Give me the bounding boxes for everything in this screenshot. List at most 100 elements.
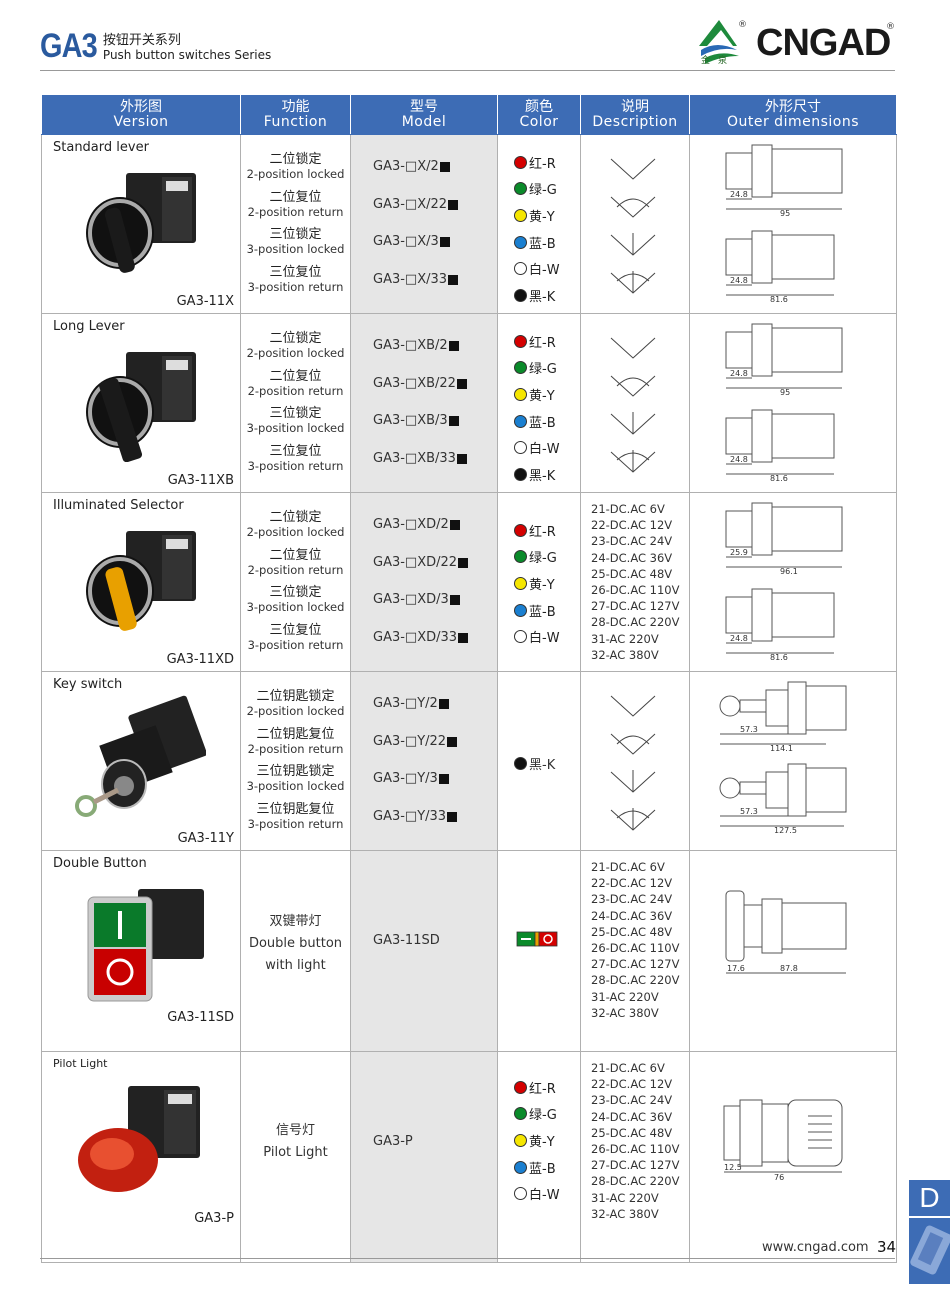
svg-text:24.8: 24.8 (730, 634, 748, 643)
yellow-dot-icon (514, 1133, 527, 1147)
version-name: Standard lever (53, 140, 149, 155)
color-item: 黑-K (514, 282, 580, 309)
color-item: 白-W (514, 623, 580, 650)
svg-text:76: 76 (774, 1173, 784, 1182)
yellow-dot-icon (514, 576, 527, 590)
red-dot-icon (514, 334, 527, 348)
voltage-item: 31-AC 220V (591, 631, 659, 646)
voltage-item: 32-AC 380V (591, 647, 659, 662)
function-item: Pilot Light (263, 1145, 328, 1160)
pilot-light-photo-icon (78, 1086, 200, 1192)
illuminated-selector-photo-icon (86, 531, 196, 631)
svg-text:81.6: 81.6 (770, 474, 788, 483)
section-tab[interactable]: D (909, 1180, 950, 1216)
function-item: with light (265, 958, 326, 973)
page-number: 34 (877, 1238, 897, 1256)
svg-text:57.3: 57.3 (740, 725, 758, 734)
website-link[interactable]: www.cngad.com (762, 1240, 869, 1255)
section-tab-image-icon (909, 1218, 950, 1284)
model-item: GA3-□XD/2 (373, 517, 497, 555)
model-item: GA3-□XD/33 (373, 630, 497, 668)
model-item: GA3-□X/33 (373, 272, 497, 310)
svg-text:57.3: 57.3 (740, 807, 758, 816)
voltage-item: 26-DC.AC 110V (591, 1142, 680, 1157)
key-switch-photo-icon (75, 695, 206, 817)
table-row: Pilot Light GA3-P 信号灯 Pilot Light (41, 1051, 897, 1263)
long-lever-switch-photo-icon (86, 352, 196, 462)
red-dot-icon (514, 523, 527, 537)
voltage-item: 27-DC.AC 127V (591, 1158, 680, 1173)
svg-text:81.6: 81.6 (770, 653, 788, 662)
green-dot-icon (514, 1107, 527, 1121)
svg-text:95: 95 (780, 388, 790, 397)
color-item: 绿-G (514, 544, 580, 571)
color-item: 蓝-B (514, 229, 580, 256)
version-name: Long Lever (53, 319, 125, 334)
red-dot-icon (514, 155, 527, 169)
brand-name: CNGAD (756, 22, 891, 64)
svg-text:127.5: 127.5 (774, 826, 797, 835)
series-title-cn: 按钮开关系列 (102, 33, 181, 48)
model-item: GA3-□Y/22 (373, 734, 497, 772)
color-item: 绿-G (514, 355, 580, 382)
blue-dot-icon (514, 1160, 527, 1174)
model-item: GA3-□XD/22 (373, 555, 497, 593)
version-name: Key switch (53, 677, 123, 692)
voltage-item: 23-DC.AC 24V (591, 1093, 673, 1108)
voltage-item: 21-DC.AC 6V (591, 1061, 665, 1075)
svg-text:25.9: 25.9 (730, 548, 748, 557)
version-code: GA3-11Y (177, 831, 234, 846)
svg-text:87.8: 87.8 (780, 964, 798, 973)
voltage-item: 31-AC 220V (591, 989, 659, 1004)
green-red-button-icon (516, 931, 558, 947)
color-item: 白-W (514, 255, 580, 282)
voltage-item: 28-DC.AC 220V (591, 615, 680, 630)
white-dot-icon (514, 630, 527, 644)
model-item: GA3-P (373, 1134, 413, 1149)
voltage-item: 27-DC.AC 127V (591, 599, 680, 614)
voltage-item: 23-DC.AC 24V (591, 534, 673, 549)
function-item: 信号灯 (275, 1123, 315, 1138)
version-code: GA3-11X (176, 294, 234, 309)
black-dot-icon (514, 467, 527, 481)
model-item: GA3-□X/22 (373, 197, 497, 235)
svg-text:24.8: 24.8 (730, 455, 748, 464)
position-symbols-icon (610, 158, 656, 294)
green-dot-icon (514, 361, 527, 375)
svg-text:96.1: 96.1 (780, 567, 798, 576)
color-item: 黑-K (498, 672, 580, 773)
voltage-item: 25-DC.AC 48V (591, 566, 673, 581)
model-item: GA3-□X/2 (373, 159, 497, 197)
black-dot-icon (514, 288, 527, 302)
dimension-drawing-icon: 24.8 95 24.8 81.6 (725, 144, 843, 304)
blue-dot-icon (514, 603, 527, 617)
black-dot-icon (514, 757, 527, 770)
voltage-item: 22-DC.AC 12V (591, 876, 673, 891)
color-item: 红-R (514, 517, 580, 544)
voltage-item: 32-AC 380V (591, 1005, 659, 1020)
color-item: 蓝-B (514, 597, 580, 624)
svg-text:81.6: 81.6 (770, 295, 788, 304)
dimension-drawing-icon: 17.6 87.8 (725, 890, 847, 974)
model-item: GA3-11SD (373, 933, 440, 948)
white-dot-icon (514, 1187, 527, 1201)
voltage-item: 24-DC.AC 36V (591, 908, 673, 923)
position-symbols-icon (610, 695, 656, 831)
voltage-item: 27-DC.AC 127V (591, 957, 680, 972)
svg-text:24.8: 24.8 (730, 276, 748, 285)
model-item: GA3-□XB/22 (373, 376, 497, 414)
